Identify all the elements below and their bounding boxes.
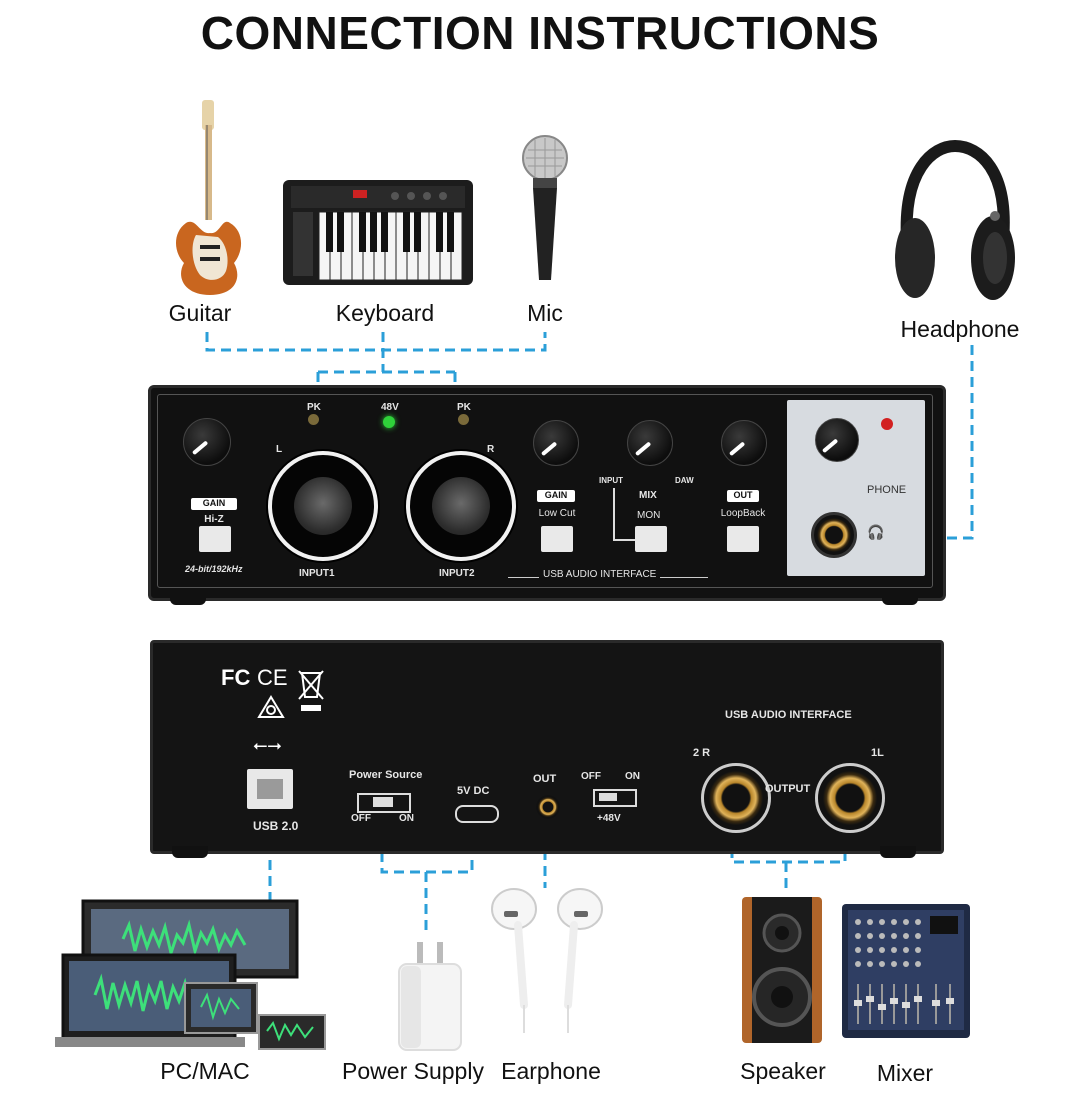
keyboard-icon xyxy=(283,180,473,285)
output-1l-jack[interactable] xyxy=(815,763,885,833)
power-source-switch[interactable] xyxy=(357,793,411,813)
output-2r-label: 2 R xyxy=(693,747,711,759)
front-panel: GAIN Hi-Z 24-bit/192kHz PK 48V PK L R IN… xyxy=(148,385,946,601)
guitar-label: Guitar xyxy=(168,300,232,326)
low-cut-label: Low Cut xyxy=(538,508,576,519)
mon-label: MON xyxy=(637,510,661,521)
phone-led xyxy=(881,418,893,430)
out-label: OUT xyxy=(533,773,557,785)
phone-jack[interactable] xyxy=(811,512,857,558)
dc-label: 5V DC xyxy=(457,785,490,797)
rear-usb-audio-interface-label: USB AUDIO INTERFACE xyxy=(725,709,852,721)
keyboard-label: Keyboard xyxy=(335,300,435,326)
headphone-icon xyxy=(895,140,1015,300)
out-tag: OUT xyxy=(727,490,759,502)
guitar-cable xyxy=(205,332,547,352)
pk-left-label: PK xyxy=(307,402,321,413)
power-source-on-label: ON xyxy=(399,813,414,824)
mix-input-label: INPUT xyxy=(599,476,623,485)
spec-label: 24-bit/192kHz xyxy=(185,564,243,574)
power-adapter-icon xyxy=(398,942,462,1051)
earphone-jack[interactable] xyxy=(536,795,560,819)
front-usb-audio-interface-label: USB AUDIO INTERFACE xyxy=(539,569,661,580)
power-supply-label: Power Supply xyxy=(342,1058,484,1084)
loopback-button[interactable] xyxy=(727,526,759,552)
earphone-icon xyxy=(491,888,603,1033)
speaker-label: Speaker xyxy=(740,1058,826,1084)
pc-mac-label: PC/MAC xyxy=(160,1058,250,1084)
out-knob[interactable] xyxy=(721,420,767,466)
power-source-label: Power Source xyxy=(349,769,423,781)
48v-led xyxy=(383,416,395,428)
low-cut-button[interactable] xyxy=(541,526,573,552)
output-cable xyxy=(730,800,847,892)
gain-tag: GAIN xyxy=(191,498,237,510)
pk-left-led xyxy=(308,414,319,425)
output-2r-jack[interactable] xyxy=(701,763,771,833)
phantom-off-label: OFF xyxy=(581,771,601,782)
computer-icon xyxy=(55,899,326,1050)
loopback-label: LoopBack xyxy=(720,508,766,519)
pk-right-led xyxy=(458,414,469,425)
compliance-mark-icon xyxy=(257,695,285,718)
phantom-on-label: ON xyxy=(625,771,640,782)
hi-z-button[interactable] xyxy=(199,526,231,552)
phone-section: PHONE 🎧 xyxy=(787,400,925,576)
mixer-icon xyxy=(842,904,970,1038)
48v-label: 48V xyxy=(381,402,399,413)
usb-symbol-icon: ⭠⭢ xyxy=(253,735,282,755)
output-label: OUTPUT xyxy=(765,783,811,795)
input1-jack[interactable] xyxy=(268,451,378,561)
input2-label: INPUT2 xyxy=(439,568,475,579)
input2-jack[interactable] xyxy=(406,451,516,561)
headphone-label: Headphone xyxy=(900,316,1020,342)
speaker-icon xyxy=(742,897,822,1043)
input1-label: INPUT1 xyxy=(299,568,335,579)
earphone-label: Earphone xyxy=(501,1058,601,1084)
pk-right-label: PK xyxy=(457,402,471,413)
diagram-title: CONNECTION INSTRUCTIONS xyxy=(200,7,880,59)
usb-c-port[interactable] xyxy=(455,805,499,823)
gain-knob-left[interactable] xyxy=(183,418,231,466)
phone-label: PHONE xyxy=(867,484,907,496)
headphone-symbol-icon: 🎧 xyxy=(867,524,885,540)
output-1l-label: 1L xyxy=(871,747,884,759)
gain2-tag: GAIN xyxy=(537,490,575,502)
right-channel-label: R xyxy=(487,444,495,455)
fc-mark: FC xyxy=(221,665,251,690)
mix-daw-label: DAW xyxy=(675,476,694,485)
usb-b-port[interactable] xyxy=(247,769,293,809)
phantom-switch[interactable] xyxy=(593,789,637,807)
ce-mark: CE xyxy=(257,665,288,690)
guitar-icon xyxy=(176,100,242,295)
microphone-icon xyxy=(522,135,568,280)
rear-panel: FC CE ⭠⭢ USB 2.0 Power Source OFF ON 5V … xyxy=(150,640,944,854)
power-source-off-label: OFF xyxy=(351,813,371,824)
left-channel-label: L xyxy=(276,444,283,455)
weee-bin-icon xyxy=(298,670,324,711)
gain-knob-right[interactable] xyxy=(533,420,579,466)
usb-label: USB 2.0 xyxy=(253,819,299,833)
mon-button[interactable] xyxy=(635,526,667,552)
mixer-label: Mixer xyxy=(876,1060,934,1086)
hi-z-label: Hi-Z xyxy=(204,514,224,525)
mix-knob[interactable] xyxy=(627,420,673,466)
mix-label: MIX xyxy=(639,490,657,501)
mic-label: Mic xyxy=(527,300,563,326)
phone-volume-knob[interactable] xyxy=(815,418,859,462)
phantom-label: +48V xyxy=(597,813,621,824)
